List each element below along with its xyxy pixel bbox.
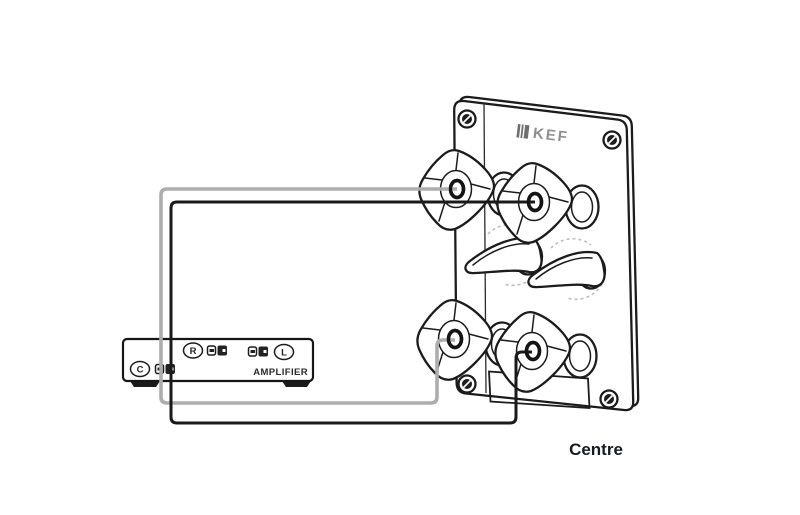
amplifier-foot-left (130, 381, 160, 387)
amplifier: C R L AMPLIFIER (121, 337, 315, 387)
terminal-plate: KEF (415, 95, 640, 412)
amplifier-label: AMPLIFIER (253, 367, 308, 378)
kef-logo: KEF (516, 124, 570, 146)
plate-label-recess (488, 370, 591, 409)
speaker-name-caption: Centre (569, 440, 623, 459)
left-terminal-label: L (281, 348, 287, 359)
right-terminal-label: R (190, 346, 197, 357)
amplifier-foot-right (282, 381, 311, 387)
speaker-wire-gray (159, 187, 457, 405)
screw-bottom-right (599, 389, 619, 409)
screw-top-right (602, 130, 622, 150)
left-terminal-badge (273, 343, 295, 361)
wire-holes (446, 178, 544, 362)
centre-terminal-label: C (137, 365, 144, 376)
right-terminal-badge (182, 342, 204, 359)
speaker-wire-black (169, 200, 535, 425)
screw-top-left (457, 109, 477, 129)
screw-bottom-left (457, 374, 477, 394)
kef-logo-text: KEF (532, 125, 570, 146)
centre-terminal-badge (129, 360, 151, 378)
